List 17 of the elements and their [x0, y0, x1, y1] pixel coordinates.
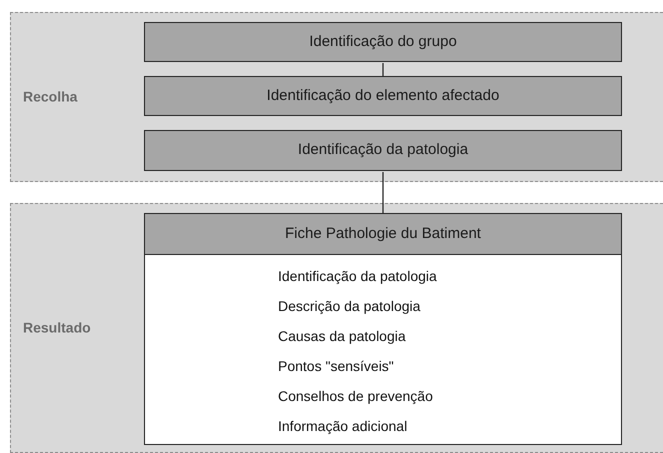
list-item: Conselhos de prevenção	[278, 387, 434, 406]
process-box: Identificação do elemento afectado	[144, 76, 622, 116]
group-band	[10, 12, 663, 182]
record-card	[144, 213, 622, 445]
list-item: Pontos "sensíveis"	[278, 357, 395, 376]
list-item: Causas da patologia	[278, 327, 407, 346]
process-box: Identificação da patologia	[144, 130, 622, 171]
group-label: Recolha	[23, 88, 78, 106]
process-box: Identificação do grupo	[144, 22, 622, 62]
group-label: Resultado	[23, 318, 91, 338]
connector-line	[382, 63, 384, 76]
group-band	[10, 203, 663, 453]
list-item: Informação adicional	[278, 417, 408, 436]
connector-line	[382, 172, 384, 213]
card-header: Fiche Pathologie du Batiment	[145, 214, 621, 255]
list-item: Descrição da patologia	[278, 297, 422, 316]
list-item: Identificação da patologia	[278, 267, 438, 286]
